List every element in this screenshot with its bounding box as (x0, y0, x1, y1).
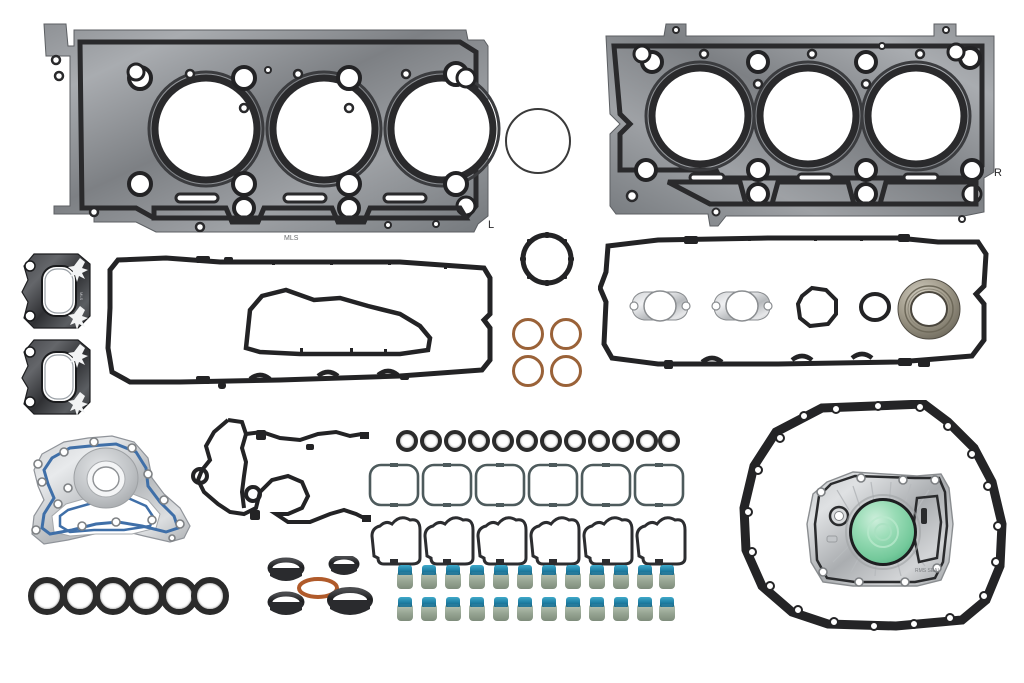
valve-stem-seal (421, 597, 437, 621)
valve-stem-seal (565, 597, 581, 621)
exhaust-manifold-gasket-2 (16, 336, 96, 418)
timing-cover-gasket-assembly (24, 430, 210, 564)
svg-text:RMS SEAL: RMS SEAL (915, 568, 941, 574)
oring-set-black-6 (28, 577, 229, 621)
oil-pan-gasket (736, 399, 1014, 632)
injector-oring (420, 430, 442, 452)
valve-stem-seal (541, 597, 557, 621)
injector-oring (492, 430, 514, 452)
valve-stem-seal (493, 597, 509, 621)
svg-text:R: R (994, 167, 1002, 179)
valve-stem-seal (421, 565, 437, 589)
valve-stem-seal (589, 597, 605, 621)
valve-stem-seal (445, 565, 461, 589)
valve-stem-seal (613, 597, 629, 621)
injector-oring (444, 430, 466, 452)
sealing-ring-group (266, 554, 378, 620)
oring-group-copper-4 (512, 318, 584, 388)
copper-oring (512, 318, 544, 350)
svg-text:MLS: MLS (79, 292, 84, 301)
injector-oring (588, 430, 610, 452)
injector-oring (564, 430, 586, 452)
valve-stem-seal (659, 565, 675, 589)
valve-stem-seal (493, 565, 509, 589)
valve-cover-gasket-left (100, 248, 498, 396)
plug-oring (191, 577, 229, 615)
oring-strip-12 (396, 430, 680, 454)
valve-stem-seal (659, 597, 675, 621)
rear-main-seal-housing: RMS SEAL (797, 466, 969, 600)
exhaust-manifold-gasket-1: MLS (16, 250, 96, 332)
injector-oring (658, 430, 680, 452)
valve-stem-seal (589, 565, 605, 589)
injector-oring (636, 430, 658, 452)
small-round-gasket (858, 291, 892, 323)
head-gasket-right: R (590, 14, 1012, 234)
oil-filler-gasket (792, 284, 842, 330)
throttle-body-gasket-large (505, 108, 571, 174)
valve-stem-seal (541, 565, 557, 589)
svg-text:MLS: MLS (284, 235, 299, 242)
valve-stem-seal (637, 597, 653, 621)
water-outlet-gasket (518, 230, 576, 288)
valve-stem-seal (517, 597, 533, 621)
svg-text:L: L (488, 219, 494, 231)
egr-flange-gasket-1 (624, 284, 696, 328)
valve-stem-seal (613, 565, 629, 589)
copper-oring (550, 318, 582, 350)
valve-stem-seal (469, 597, 485, 621)
copper-oring (550, 355, 582, 387)
valve-stem-seal (397, 597, 413, 621)
valve-stem-seal (397, 565, 413, 589)
injector-oring (516, 430, 538, 452)
copper-oring (512, 355, 544, 387)
valve-stem-seal (517, 565, 533, 589)
egr-flange-gasket-2 (706, 284, 778, 328)
valve-stem-seal (469, 565, 485, 589)
valve-stem-seal (445, 597, 461, 621)
timing-chain-cover-gasket (184, 418, 374, 548)
valve-stem-seal (637, 565, 653, 589)
intake-manifold-gasket-row-lower (368, 514, 688, 566)
valve-stem-seal-row-1 (397, 565, 677, 591)
injector-oring (612, 430, 634, 452)
valve-stem-seal-row-2 (397, 597, 677, 623)
intake-manifold-gasket-row-upper (368, 461, 688, 509)
camshaft-oil-seal (897, 278, 961, 340)
injector-oring (540, 430, 562, 452)
injector-oring (396, 430, 418, 452)
injector-oring (468, 430, 490, 452)
valve-cover-gasket-right (597, 232, 992, 376)
valve-stem-seal (565, 565, 581, 589)
head-gasket-left: L MLS (36, 16, 506, 248)
